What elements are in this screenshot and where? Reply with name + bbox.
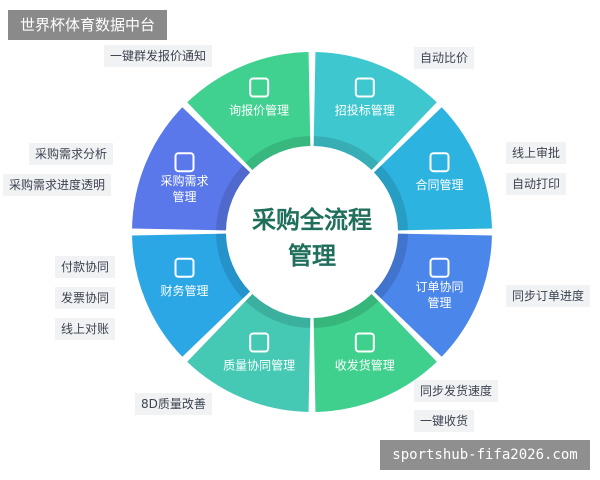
tag-order-progress-sync: 同步订单进度	[506, 285, 591, 307]
segment-contract-label: 合同管理	[415, 177, 463, 192]
shipping-icon	[354, 332, 375, 353]
bidding-icon	[354, 77, 375, 98]
inquiry-icon	[249, 77, 270, 98]
tag-demand-analysis: 采购需求分析	[29, 143, 114, 165]
segment-shipping	[313, 293, 437, 412]
tag-payment-collab: 付款协同	[55, 256, 116, 278]
tag-bulk-quote-notice: 一键群发报价通知	[104, 45, 213, 67]
demand-icon	[174, 152, 195, 173]
center-title-line2: 管理	[288, 242, 336, 270]
center-circle	[236, 156, 388, 308]
center-title-line1: 采购全流程	[252, 206, 372, 234]
segment-demand-label: 采购需求	[160, 173, 208, 188]
segment-inquiry-inner-band	[245, 136, 311, 171]
segment-order	[373, 233, 492, 357]
tag-auto-print: 自动打印	[506, 173, 567, 195]
segment-demand-label-line2: 管理	[172, 189, 196, 204]
segment-contract	[373, 107, 492, 231]
tag-online-reconcile: 线上对账	[55, 318, 116, 340]
segment-finance-label: 财务管理	[160, 283, 208, 298]
segment-demand	[132, 107, 251, 231]
contract-icon	[429, 152, 450, 173]
segment-order-inner-band	[373, 233, 408, 299]
segment-shipping-label: 收发货管理	[335, 357, 395, 372]
order-icon	[429, 257, 450, 278]
wheel-icons	[174, 77, 450, 353]
segment-quality-inner-band	[245, 293, 311, 328]
finance-icon	[174, 257, 195, 278]
watermark: sportshub-fifa2026.com	[380, 440, 590, 470]
site-banner: 世界杯体育数据中台	[8, 10, 168, 40]
tag-shipping-speed-sync: 同步发货速度	[414, 380, 499, 402]
segment-demand-inner-band	[216, 165, 251, 231]
segment-bidding	[313, 52, 437, 171]
tag-demand-progress: 采购需求进度透明	[3, 174, 112, 196]
segment-shipping-inner-band	[313, 293, 379, 328]
wheel-segments	[132, 52, 492, 412]
segment-inquiry-label: 询报价管理	[229, 103, 289, 118]
segment-finance	[132, 233, 251, 357]
tag-auto-price-compare: 自动比价	[414, 47, 475, 69]
tag-one-click-receive: 一键收货	[414, 410, 475, 432]
segment-bidding-inner-band	[313, 136, 379, 171]
segment-order-label: 订单协同	[415, 279, 463, 294]
segment-inquiry	[187, 52, 311, 171]
segment-finance-inner-band	[216, 233, 251, 299]
segment-bidding-label: 招投标管理	[335, 103, 395, 118]
tag-invoice-collab: 发票协同	[55, 287, 116, 309]
segment-quality	[187, 293, 311, 412]
tag-8d-quality: 8D质量改善	[135, 393, 212, 415]
segment-order-label-line2: 管理	[427, 295, 451, 310]
wheel-labels: 招投标管理合同管理订单协同管理收发货管理质量协同管理财务管理采购需求管理询报价管…	[160, 103, 463, 373]
tag-online-approval: 线上审批	[506, 142, 567, 164]
segment-contract-inner-band	[373, 165, 408, 231]
segment-quality-label: 质量协同管理	[223, 357, 295, 372]
quality-icon	[249, 332, 270, 353]
